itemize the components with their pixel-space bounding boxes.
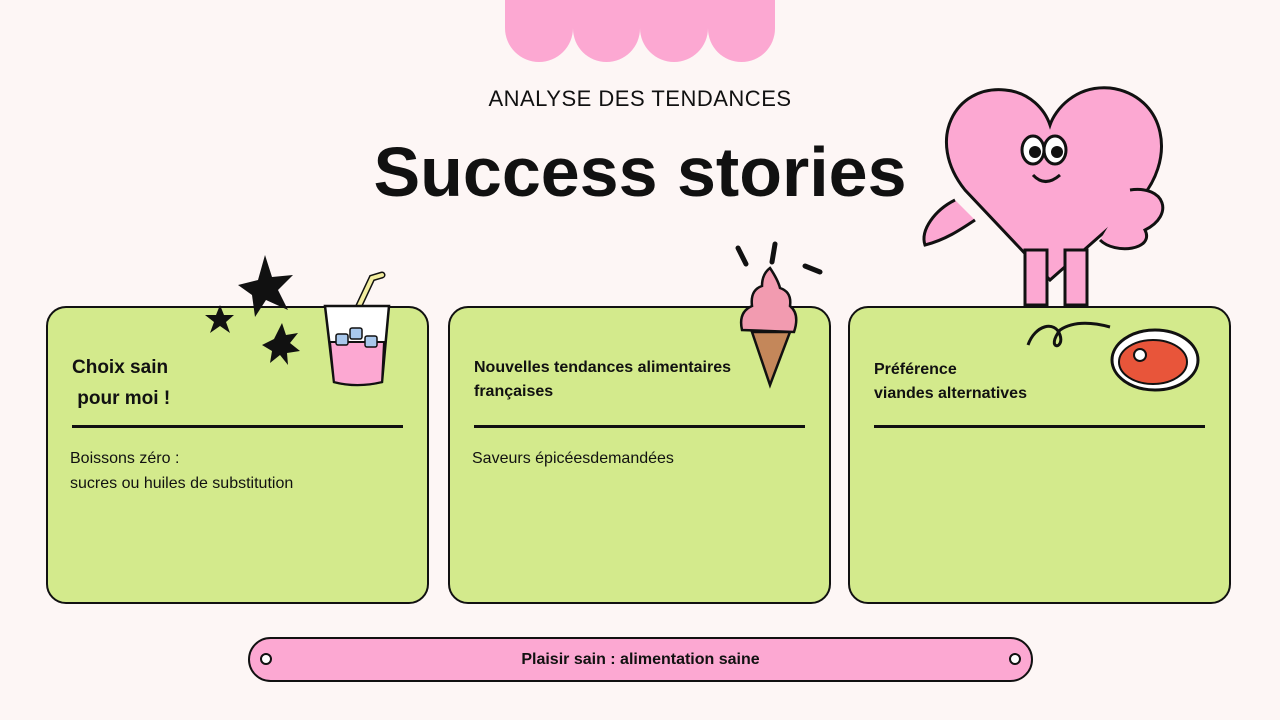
card-title-line: Nouvelles tendances alimentaires	[474, 359, 731, 376]
ice-cream-icon	[735, 241, 823, 389]
drink-cup-icon	[323, 271, 391, 387]
card-body-line: Saveurs épicéesdemandées	[472, 450, 674, 467]
card-title-line: françaises	[474, 383, 554, 400]
stars-icon	[205, 255, 300, 365]
rivet-dot	[1009, 653, 1021, 665]
banner-healthy-pleasure: Plaisir sain : alimentation saine	[248, 637, 1033, 682]
card-title-line: Préférence	[874, 361, 957, 378]
heart-mascot-icon	[922, 86, 1165, 307]
page-title: Success stories	[373, 133, 907, 211]
card-title-line: viandes alternatives	[874, 385, 1027, 402]
divider	[72, 425, 403, 428]
banner-label: Plaisir sain : alimentation saine	[521, 651, 760, 668]
divider	[474, 425, 805, 428]
section-kicker: ANALYSE DES TENDANCES	[488, 86, 792, 111]
rivet-dot	[260, 653, 272, 665]
card-body-line: sucres ou huiles de substitution	[70, 475, 294, 492]
card-body-line: Boissons zéro :	[70, 450, 180, 467]
divider	[874, 425, 1205, 428]
card-title-line: Choix sain	[72, 357, 169, 378]
scallop-decoration	[505, 0, 775, 62]
card-title-line: pour moi !	[72, 388, 171, 409]
card-healthy-choice: Choix sain pour moi ! Boissons zéro : suc…	[46, 306, 429, 604]
steak-icon	[1026, 321, 1200, 392]
